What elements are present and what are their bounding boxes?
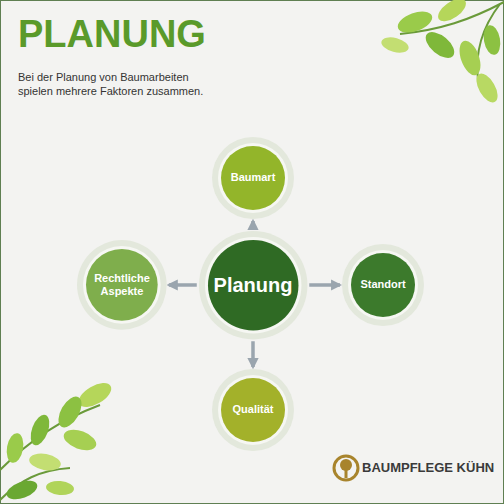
circle-halo [77, 240, 167, 330]
circle-ring [348, 250, 418, 320]
arrow-connector [251, 221, 255, 229]
circle-fill [208, 240, 298, 330]
factor-label: Standort [360, 278, 405, 291]
factor-circle: Qualität [212, 369, 294, 451]
circle-fill [221, 378, 285, 442]
leaves-top-right [380, 0, 504, 106]
factor-label: Qualität [233, 403, 274, 416]
circle-halo [199, 231, 307, 339]
factor-circle: Standort [342, 244, 424, 326]
title: PLANUNG [18, 14, 206, 56]
arrow-connector [309, 283, 340, 287]
arrow-connector [169, 283, 197, 287]
logo-icon [334, 456, 358, 480]
circle-halo [212, 137, 294, 219]
factor-label: Rechtliche Aspekte [93, 272, 151, 298]
factor-label: Baumart [231, 171, 276, 184]
circle-halo [212, 369, 294, 451]
circle-ring [218, 143, 288, 213]
circle-fill [86, 249, 158, 321]
factor-circle: Rechtliche Aspekte [77, 240, 167, 330]
circle-ring [83, 246, 161, 324]
leaves-bottom-left [0, 378, 115, 503]
circle-fill [221, 146, 285, 210]
center-circle: Planung [199, 231, 307, 339]
circle-fill [351, 253, 415, 317]
arrow-connector [251, 341, 255, 367]
circle-ring [205, 237, 301, 333]
subtitle: Bei der Planung von Baumarbeiten spielen… [18, 70, 223, 99]
circle-ring [218, 375, 288, 445]
center-label: Planung [214, 273, 293, 297]
circle-halo [342, 244, 424, 326]
logo-text: BAUMPFLEGE KÜHN [362, 460, 500, 477]
factor-circle: Baumart [212, 137, 294, 219]
